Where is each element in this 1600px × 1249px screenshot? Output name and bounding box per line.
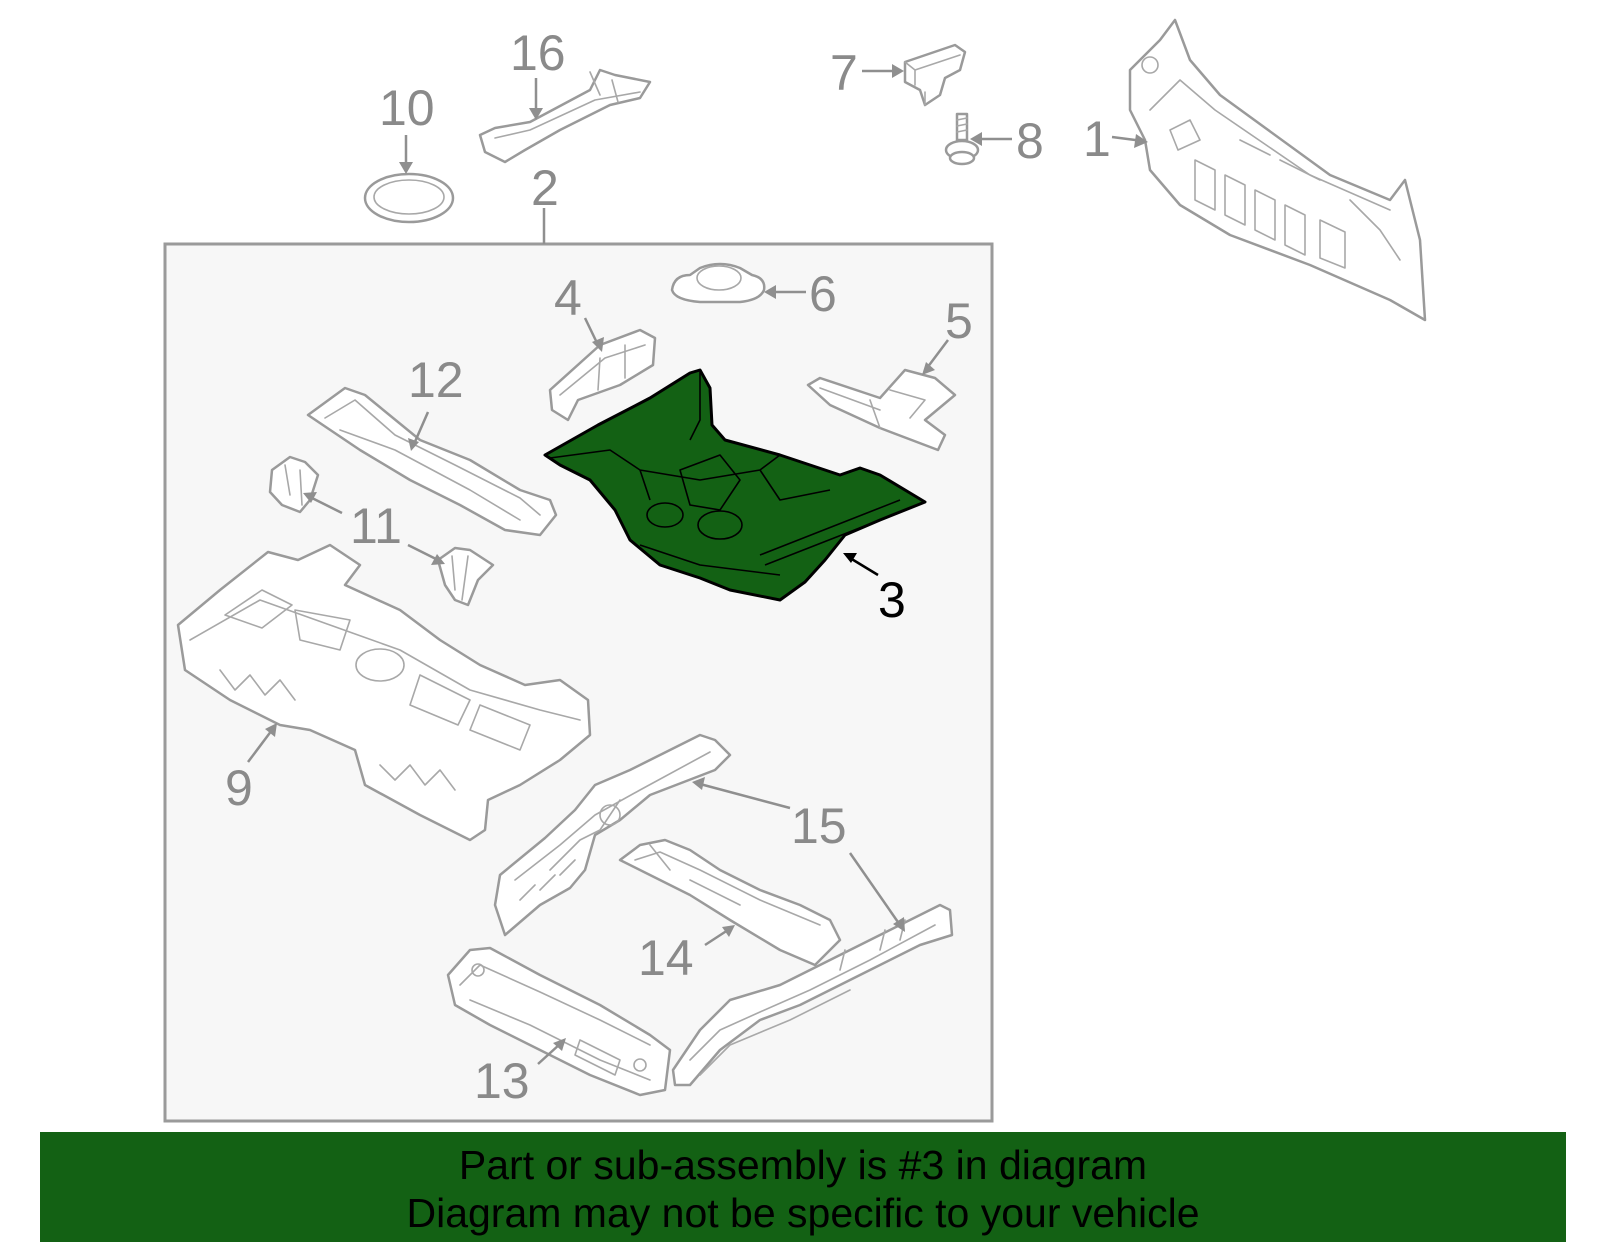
arrow-7 [892, 64, 904, 78]
callout-5: 5 [945, 293, 973, 349]
part-1[interactable] [1128, 18, 1427, 322]
arrow-6 [764, 285, 776, 299]
part-7[interactable] [903, 43, 967, 107]
callout-1: 1 [1083, 111, 1111, 167]
callout-16: 16 [510, 25, 566, 81]
arrow-3 [843, 553, 857, 563]
part-11[interactable] [268, 455, 495, 607]
part-10[interactable] [363, 172, 455, 224]
leader-9 [247, 729, 273, 763]
arrow-10 [399, 162, 413, 174]
callout-12: 12 [408, 352, 464, 408]
arrow-15a [692, 777, 705, 790]
arrow-8 [970, 132, 982, 146]
callout-15: 15 [791, 798, 847, 854]
leader-15a [699, 782, 791, 810]
leader-14 [704, 928, 729, 947]
footer-banner: Part or sub-assembly is #3 in diagram Di… [40, 1132, 1566, 1242]
leader-12 [412, 411, 430, 445]
callout-6: 6 [809, 266, 837, 322]
leader-3 [849, 556, 879, 577]
arrow-15b [893, 917, 905, 932]
arrow-9 [265, 723, 277, 737]
callout-7: 7 [830, 45, 858, 101]
part-8[interactable] [944, 112, 980, 166]
arrow-16 [529, 108, 543, 120]
part-15-lower[interactable] [671, 903, 954, 1087]
leader-5 [926, 339, 949, 369]
leader-11a [309, 495, 343, 515]
part-14[interactable] [618, 838, 842, 967]
arrow-5 [922, 362, 935, 375]
part-13[interactable] [446, 946, 672, 1097]
arrow-12 [408, 438, 419, 451]
arrow-13 [553, 1038, 566, 1051]
callout-9: 9 [225, 760, 253, 816]
callout-3: 3 [878, 572, 906, 628]
arrow-4 [592, 337, 604, 352]
part-4[interactable] [548, 328, 657, 422]
footer-line-2: Diagram may not be specific to your vehi… [406, 1190, 1200, 1236]
callout-4: 4 [554, 270, 582, 326]
part-15-upper[interactable] [493, 733, 732, 937]
arrow-14 [722, 925, 735, 937]
leader-13 [537, 1043, 561, 1065]
leader-15b [848, 852, 902, 926]
callout-2: 2 [531, 160, 559, 216]
arrow-1 [1134, 134, 1148, 148]
part-6[interactable] [670, 262, 766, 304]
part-5[interactable] [806, 368, 957, 452]
callout-14: 14 [638, 930, 694, 986]
arrow-11a [303, 492, 317, 503]
part-3-rear-floor-pan[interactable] [543, 368, 927, 602]
callout-11: 11 [350, 498, 402, 554]
leader-11b [407, 543, 439, 562]
callout-13: 13 [474, 1053, 530, 1109]
footer-line-1: Part or sub-assembly is #3 in diagram [458, 1142, 1148, 1188]
arrow-11b [431, 554, 445, 565]
part-16[interactable] [478, 68, 652, 164]
callout-8: 8 [1016, 113, 1044, 169]
part-9[interactable] [176, 543, 592, 842]
callout-10: 10 [379, 80, 435, 136]
part-12[interactable] [306, 386, 558, 537]
